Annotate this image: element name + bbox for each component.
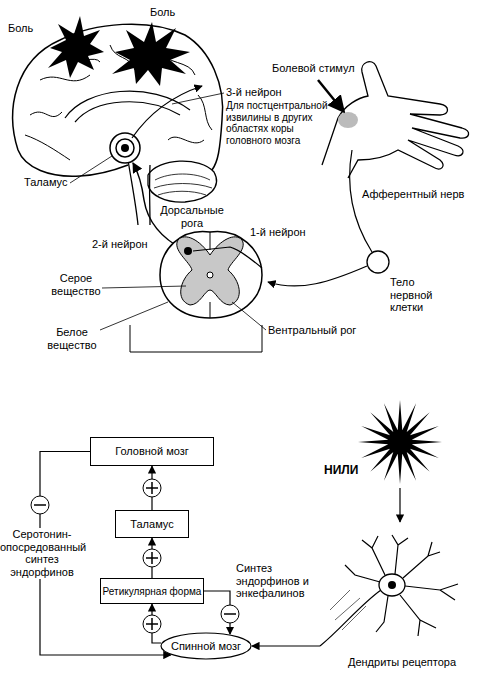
label-text: Белое вещество — [40, 326, 104, 351]
bracket — [130, 325, 262, 352]
label-text: Дорсальные рога — [158, 204, 226, 229]
thalamus-symbol — [121, 144, 129, 152]
plus-sign — [143, 549, 161, 567]
pain-bolt — [48, 16, 104, 78]
node-text: Ретикулярная форма — [103, 586, 202, 597]
third-neuron-path — [132, 86, 202, 138]
afferent-fiber — [268, 266, 367, 286]
label-text: Таламус — [24, 176, 84, 189]
plus-sign — [143, 615, 161, 633]
cerebellum — [148, 161, 216, 202]
central-canal — [207, 272, 213, 278]
minus-sign — [31, 496, 49, 514]
leader-line — [172, 93, 224, 104]
node-text: Таламус — [130, 518, 173, 530]
minus-sign — [221, 605, 239, 623]
brain-gyri — [25, 45, 212, 160]
process-box: Головной мозг — [90, 437, 214, 466]
label-text: Для постцентральной извилины в других об… — [226, 100, 332, 146]
label-text: Вентральный рог — [268, 324, 368, 337]
label-text: 1-й нейрон — [250, 226, 320, 239]
corpus-callosum — [65, 91, 190, 122]
label-text: 3-й нейрон — [226, 86, 326, 99]
cerebellum-folia — [154, 174, 212, 195]
edge-label: Синтез эндорфинов и энкефалинов — [236, 562, 320, 600]
white-matter — [160, 232, 262, 318]
connector-arrow — [204, 591, 230, 634]
leader-line — [100, 286, 266, 330]
process-box: Ретикулярная форма — [100, 578, 204, 604]
neuron-nucleus — [388, 581, 396, 589]
node-text: Спинной мозг — [171, 640, 241, 652]
brain-outline — [13, 24, 223, 170]
ellipse-shape — [161, 633, 251, 659]
starburst — [358, 400, 442, 484]
neuron-soma — [379, 574, 405, 596]
hand-drawing — [322, 62, 469, 178]
connector-arrow — [152, 604, 161, 643]
neuron-fibers — [330, 590, 366, 630]
neuron-node: Дендриты рецептора — [320, 522, 475, 672]
label-text: Тело нервной клетки — [390, 276, 440, 314]
label-text: Афферентный нерв — [362, 188, 472, 201]
node-text: НИЛИ — [324, 464, 364, 478]
connector-arrow — [252, 645, 320, 646]
node-text: Головной мозг — [115, 445, 189, 457]
label-text: Серое вещество — [44, 272, 108, 297]
stimulus-spot — [338, 112, 358, 128]
connector-arrow — [151, 466, 152, 510]
label-text: Боль — [8, 22, 48, 35]
process-box: Таламус — [115, 510, 189, 538]
connector-arrow — [399, 488, 400, 522]
ellipse-node: Спинной мозг — [160, 632, 252, 660]
plus-sign — [143, 479, 161, 497]
second-neuron — [184, 247, 192, 255]
neuron-axon — [320, 590, 381, 646]
nerve-cell-body — [367, 251, 389, 273]
connector-arrow — [151, 538, 152, 578]
label-text: Болевой стимул — [272, 62, 372, 75]
afferent-nerve — [350, 150, 372, 252]
label-text: Боль — [150, 6, 190, 19]
leader-line — [70, 156, 112, 183]
edge-label: Серотонин-опосредованный синтез эндорфин… — [0, 528, 84, 579]
node-text: Дендриты рецептора — [334, 656, 470, 669]
first-neuron-fiber — [193, 247, 262, 268]
thalamus-symbol — [116, 139, 134, 157]
label-text: 2-й нейрон — [92, 238, 152, 251]
thalamus-symbol — [110, 133, 140, 163]
brainstem — [128, 160, 150, 225]
neuron-dendrites — [345, 535, 458, 636]
starburst-node: НИЛИ — [320, 400, 445, 488]
